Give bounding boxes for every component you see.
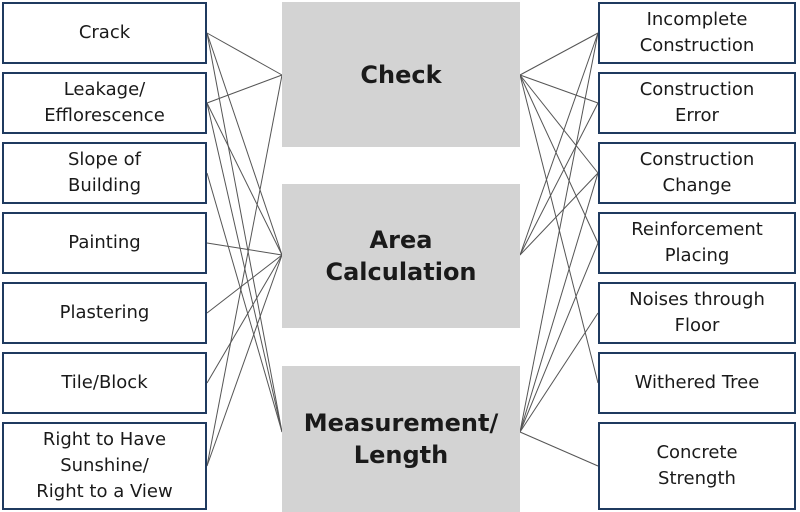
link-crack-check (206, 32, 283, 76)
center-box-check: Check (282, 2, 520, 147)
link-sunshine-check (206, 74, 283, 467)
link-slope-measure (206, 172, 283, 433)
link-tile-area (206, 254, 283, 384)
left-box-sunshine: Right to Have Sunshine/ Right to a View (2, 422, 207, 510)
link-measure-change (519, 172, 599, 433)
right-box-reinforcement: Reinforcement Placing (598, 212, 796, 274)
left-box-plastering: Plastering (2, 282, 207, 344)
link-check-incomplete (519, 32, 599, 76)
link-crack-area (206, 32, 283, 256)
center-box-measurement: Measurement/ Length (282, 366, 520, 512)
center-box-area-calculation: Area Calculation (282, 184, 520, 328)
link-check-change (519, 74, 599, 174)
link-check-withered (519, 74, 599, 384)
right-box-withered-tree: Withered Tree (598, 352, 796, 414)
right-box-change: Construction Change (598, 142, 796, 204)
right-box-incomplete: Incomplete Construction (598, 2, 796, 64)
link-leakage-area (206, 102, 283, 256)
link-plastering-area (206, 254, 283, 314)
left-box-slope: Slope of Building (2, 142, 207, 204)
link-measure-concrete (519, 431, 599, 467)
left-box-leakage: Leakage/ Efflorescence (2, 72, 207, 134)
link-area-change (519, 172, 599, 256)
left-box-tile: Tile/Block (2, 352, 207, 414)
link-painting-area (206, 242, 283, 256)
link-area-error (519, 102, 599, 256)
right-box-concrete: Concrete Strength (598, 422, 796, 510)
link-measure-noises (519, 312, 599, 433)
link-leakage-check (206, 74, 283, 104)
link-leakage-measure (206, 102, 283, 433)
left-box-crack: Crack (2, 2, 207, 64)
link-crack-measure (206, 32, 283, 433)
link-measure-incomplete (519, 32, 599, 433)
link-sunshine-area (206, 254, 283, 467)
link-measure-reinforcement (519, 242, 599, 433)
right-box-noises: Noises through Floor (598, 282, 796, 344)
link-area-incomplete (519, 32, 599, 256)
left-box-painting: Painting (2, 212, 207, 274)
right-box-error: Construction Error (598, 72, 796, 134)
